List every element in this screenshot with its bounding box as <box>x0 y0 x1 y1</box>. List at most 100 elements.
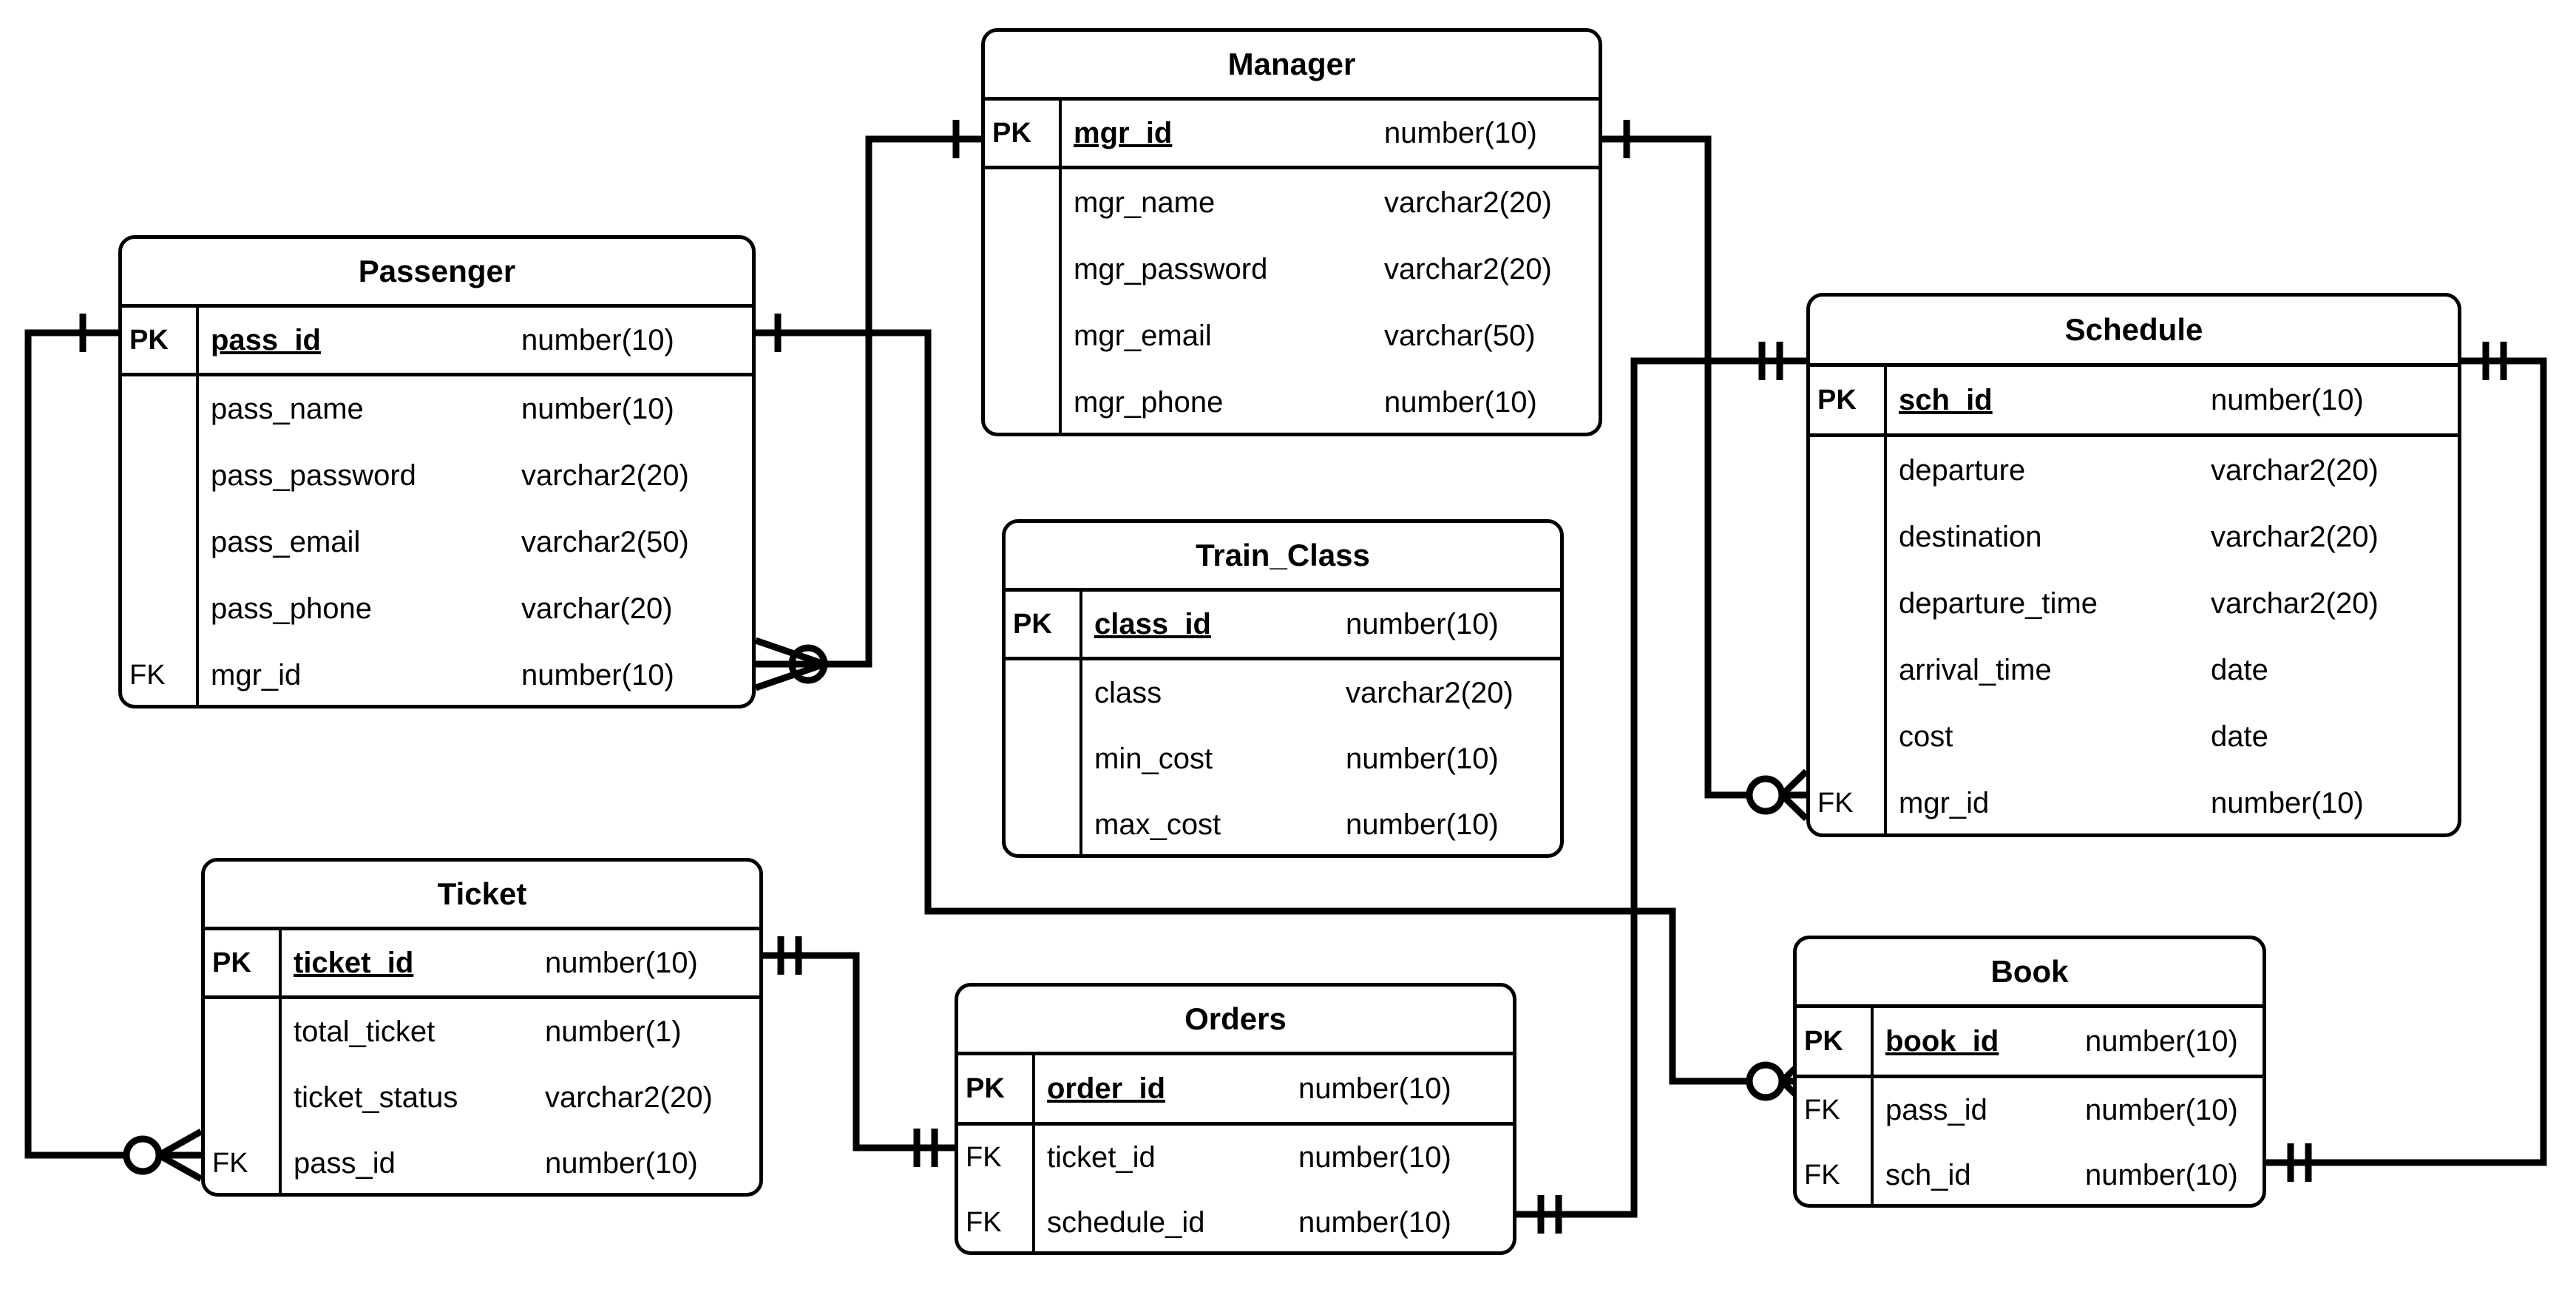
field-name: departure <box>1899 453 2026 487</box>
field-type: varchar2(20) <box>545 1081 713 1114</box>
field-name: ticket_id <box>294 946 414 979</box>
key-cell-empty <box>1006 792 1082 854</box>
field-row[interactable]: PK mgr_id number(10) <box>985 101 1599 166</box>
field-type: varchar2(20) <box>2211 520 2379 553</box>
field-type: number(10) <box>1298 1072 1451 1105</box>
pk-separator <box>985 166 1599 169</box>
field-name: mgr_id <box>1074 116 1173 149</box>
title-separator <box>985 97 1599 101</box>
field-type: number(10) <box>2085 1158 2238 1191</box>
key-cell-empty <box>985 369 1062 433</box>
field-type: number(10) <box>1298 1141 1451 1174</box>
field-type: date <box>2211 654 2268 687</box>
field-name: departure_time <box>1899 586 2098 620</box>
field-row[interactable]: departure_time varchar2(20) <box>1810 570 2458 637</box>
primary-key-label: PK <box>1810 367 1887 433</box>
pk-separator <box>958 1122 1513 1126</box>
field-type: number(10) <box>2085 1094 2238 1127</box>
entity-title-book: Book <box>1990 954 2069 989</box>
foreign-key-label: FK <box>1810 770 1887 833</box>
field-name: mgr_id <box>1899 787 1990 820</box>
field-type: varchar2(20) <box>2211 586 2379 620</box>
field-name: schedule_id <box>1047 1205 1205 1239</box>
foreign-key-label: FK <box>958 1190 1035 1251</box>
primary-key-label: PK <box>985 101 1062 166</box>
field-name: min_cost <box>1094 743 1213 775</box>
field-cells: arrival_time date <box>1887 654 2458 687</box>
field-type: number(10) <box>545 946 698 979</box>
field-cells: departure_time varchar2(20) <box>1887 587 2458 620</box>
key-cell-empty <box>1810 637 1887 704</box>
pk-separator <box>1006 657 1560 660</box>
entity-title-manager: Manager <box>1227 47 1356 81</box>
field-cells: ticket_id number(10) <box>282 947 759 980</box>
field-type: number(10) <box>545 1147 698 1180</box>
key-cell-empty <box>1810 437 1887 504</box>
field-row[interactable]: min_cost number(10) <box>1006 726 1560 792</box>
foreign-key-label: FK <box>122 642 199 705</box>
pk-separator <box>1797 1075 2263 1078</box>
field-row[interactable]: arrival_time date <box>1810 637 2458 704</box>
field-type: number(10) <box>2211 383 2364 416</box>
pk-separator <box>205 995 759 999</box>
title-separator <box>205 927 759 930</box>
field-name: arrival_time <box>1899 654 2052 687</box>
field-type: number(10) <box>1346 743 1499 775</box>
field-name: pass_id <box>294 1147 396 1180</box>
field-type: number(10) <box>1384 116 1537 149</box>
field-name: total_ticket <box>294 1015 435 1048</box>
field-type: number(10) <box>2085 1024 2238 1058</box>
field-type: number(10) <box>1346 607 1499 640</box>
key-cell-empty <box>1006 726 1082 792</box>
field-type: varchar2(20) <box>1384 252 1552 285</box>
